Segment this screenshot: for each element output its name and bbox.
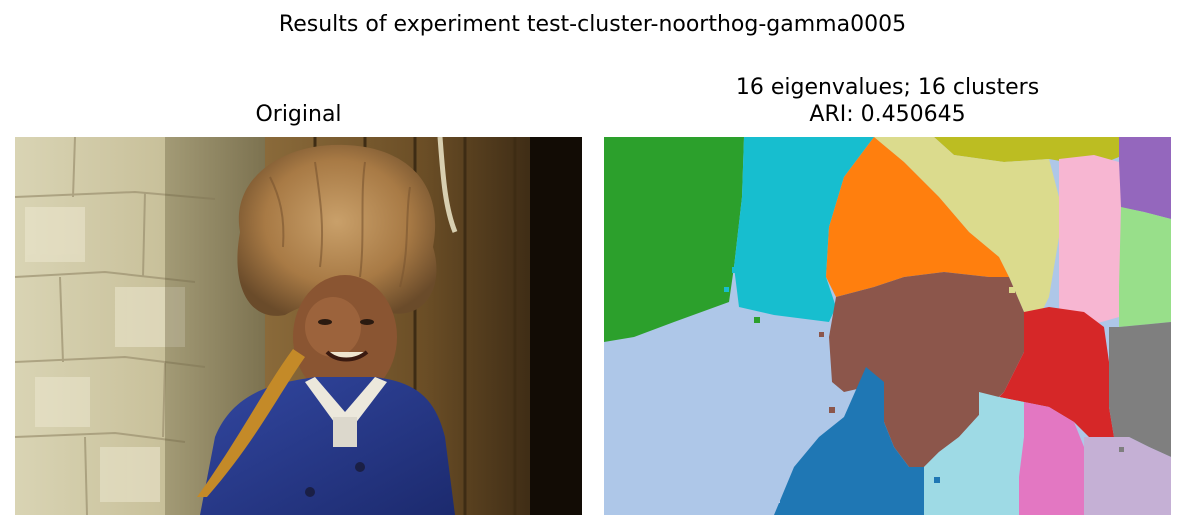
cluster-pink [1059,155,1121,327]
jacket-button [305,487,315,497]
cluster-cyan [734,137,874,322]
cluster-orange [826,137,1009,297]
original-title-text: Original [255,102,342,127]
segmentation-image [604,137,1171,515]
cluster-lightgreen [1119,207,1171,327]
face-highlight [305,297,361,357]
jacket-button-2 [355,462,365,472]
shirt-collar [305,377,387,437]
wall-texture [15,137,216,515]
left-eye [318,319,332,325]
cluster-khaki [874,137,1059,327]
cluster-green [604,137,744,342]
original-image [15,137,582,515]
segmentation-title: 16 eigenvalues; 16 clusters ARI: 0.45064… [604,74,1171,128]
cluster-magenta [1019,402,1084,515]
cluster-edge-noise [724,152,1124,503]
cluster-gray [1109,322,1171,457]
door-dark-edge [530,137,582,515]
original-photo [15,137,582,515]
mouth [325,350,369,362]
cluster-lavender [1084,437,1171,515]
cluster-purple [1119,137,1171,219]
golden-sash [197,349,305,497]
segmentation-title-line1: 16 eigenvalues; 16 clusters [735,75,1040,100]
cluster-lightcyan [924,392,1024,515]
cluster-brown [829,272,1024,467]
right-eye [360,319,374,325]
figure-title: Results of experiment test-cluster-noort… [278,12,907,37]
original-title: Original [15,101,582,128]
cluster-blue [774,367,924,515]
rope [437,137,458,233]
undershirt [333,417,357,447]
segmentation-map [604,137,1171,515]
fur-hat [237,144,437,316]
fur-strands [269,161,411,288]
wall-highlights [25,207,185,502]
segmentation-title-line2: ARI: 0.450645 [809,102,966,127]
cluster-red [999,307,1114,437]
